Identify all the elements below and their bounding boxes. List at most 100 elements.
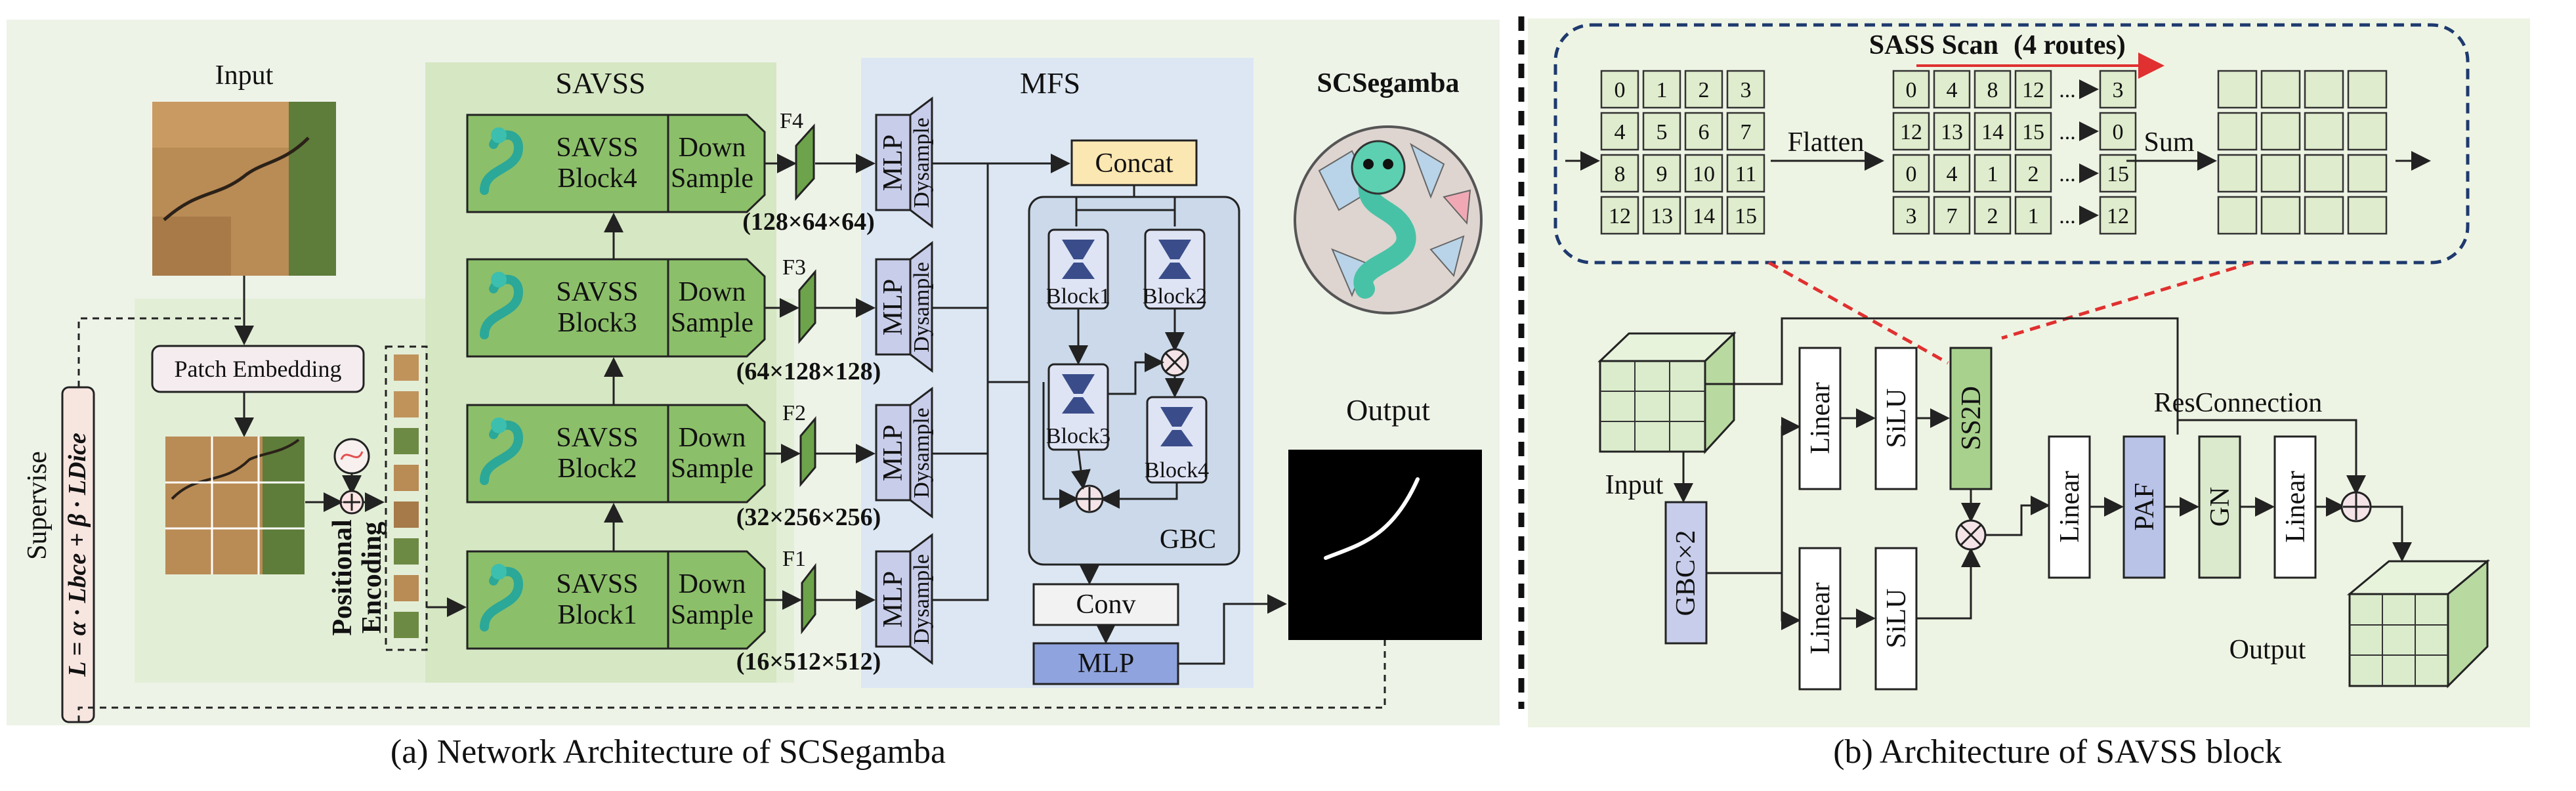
block2-down-2: Sample <box>671 454 753 484</box>
gbc-block4: Block4 <box>1145 396 1209 484</box>
grid-cell <box>1642 196 1681 235</box>
sum-grid-cell <box>2347 154 2388 193</box>
sum-grid-cell <box>2347 196 2388 235</box>
linear-final <box>2273 435 2317 579</box>
block4-name-2: Block4 <box>557 163 637 194</box>
sum-grid-cell <box>2347 70 2388 109</box>
sum-grid-cell <box>2217 154 2258 193</box>
linear-tail <box>2048 435 2091 579</box>
scan-cell-value: 2 <box>2028 162 2039 186</box>
scan-cell <box>2014 112 2052 151</box>
svg-text:Dysample: Dysample <box>910 118 934 208</box>
patch-token-strip <box>385 345 428 651</box>
scan-cell <box>1892 70 1930 109</box>
block4-down-2: Sample <box>671 163 753 194</box>
scan-end-value: 0 <box>2113 120 2124 144</box>
sum-grid-cell <box>2304 70 2344 109</box>
output-cube <box>2346 559 2491 689</box>
scan-output-grid <box>2217 70 2388 235</box>
svg-text:Dysample: Dysample <box>910 262 934 353</box>
block2-name-1: SAVSS <box>556 423 638 453</box>
brand-title: SCSegamba <box>1317 68 1459 98</box>
grid-cell <box>1642 154 1681 193</box>
feature-map-f1: F1 (16×512×512) <box>736 547 881 675</box>
flatten-label: Flatten <box>1788 127 1865 158</box>
svg-text:F1: F1 <box>782 547 806 571</box>
grid-cell-value: 2 <box>1699 78 1710 102</box>
scan-dots: ... <box>2059 162 2076 186</box>
grid-cell-value: 14 <box>1693 204 1715 228</box>
svg-text:MLP: MLP <box>878 279 908 335</box>
scan-cell-value: 2 <box>1987 204 1998 228</box>
positional-label-1: Positional <box>327 519 358 635</box>
svg-text:SiLU: SiLU <box>1882 588 1912 648</box>
grid-cell <box>1684 196 1723 235</box>
scan-cell <box>1892 154 1930 193</box>
scan-cell-value: 7 <box>1947 204 1958 228</box>
grid-cell-value: 15 <box>1735 204 1757 228</box>
scan-cell <box>2014 196 2052 235</box>
grid-cell-value: 11 <box>1735 162 1757 186</box>
scan-end-cell <box>2099 70 2137 109</box>
sum-grid-cell <box>2217 70 2258 109</box>
snake-icon <box>480 127 524 195</box>
svg-text:(16×512×512): (16×512×512) <box>736 648 881 675</box>
input-title: Input <box>215 60 274 91</box>
scan-end-value: 3 <box>2113 78 2124 102</box>
scan-dots: ... <box>2059 120 2076 144</box>
scan-cell-value: 13 <box>1941 120 1963 144</box>
mlp-out-label: MLP <box>1078 649 1134 679</box>
sum-grid-cell <box>2304 112 2344 151</box>
input-image <box>152 102 336 276</box>
block1-down-2: Sample <box>671 600 753 630</box>
grid-cell <box>1684 70 1723 109</box>
svg-text:(64×128×128): (64×128×128) <box>736 358 881 385</box>
snake-icon <box>480 272 524 339</box>
svg-text:F4: F4 <box>780 109 803 133</box>
svg-text:Block2: Block2 <box>1143 284 1207 309</box>
scan-cell <box>1933 70 1971 109</box>
gbc2-box <box>1664 501 1708 645</box>
output-label: Output <box>2229 635 2306 665</box>
scan-cell <box>1974 154 2012 193</box>
scan-cell-value: 12 <box>2022 78 2044 102</box>
mlp-dysample-2: MLP Dysample <box>875 386 934 519</box>
scan-cell-value: 8 <box>1987 78 1998 102</box>
savss-block1: SAVSS Block1 Down Sample <box>466 550 766 650</box>
mfs-title: MFS <box>1020 66 1080 100</box>
sum-grid-cell <box>2304 196 2344 235</box>
conv-box <box>1032 583 1179 626</box>
caption-a: (a) Network Architecture of SCSegamba <box>391 733 946 771</box>
scan-cell-value: 0 <box>1906 78 1917 102</box>
svg-text:Dysample: Dysample <box>910 554 934 645</box>
sum-grid-cell <box>2347 112 2388 151</box>
silu-upper <box>1874 347 1918 490</box>
svg-text:(32×256×256): (32×256×256) <box>736 503 881 531</box>
svg-text:GN: GN <box>2205 487 2235 527</box>
linear-lower <box>1798 547 1842 691</box>
res-connection-label: ResConnection <box>2154 388 2323 418</box>
linear-upper <box>1798 347 1842 490</box>
scan-cell <box>1892 112 1930 151</box>
svg-text:Linear: Linear <box>1805 582 1836 654</box>
svg-text:MLP: MLP <box>878 425 908 481</box>
sum-grid-cell <box>2304 154 2344 193</box>
snake-icon <box>480 417 524 485</box>
scan-cell-value: 4 <box>1947 162 1958 186</box>
scan-cell <box>1933 196 1971 235</box>
svg-text:MLP: MLP <box>878 571 908 628</box>
sum-label: Sum <box>2143 127 2194 158</box>
svg-text:Linear: Linear <box>1805 382 1836 454</box>
scan-cell-value: 12 <box>1900 120 1922 144</box>
block3-down-2: Sample <box>671 308 753 338</box>
gbc-block2: Block2 <box>1143 228 1207 310</box>
grid-cell <box>1642 112 1681 151</box>
scan-cell <box>1974 196 2012 235</box>
scan-cell-value: 4 <box>1947 78 1958 102</box>
grid-cell-value: 7 <box>1741 120 1752 144</box>
savss-block3: SAVSS Block3 Down Sample <box>466 258 766 358</box>
input-cube <box>1597 331 1737 454</box>
silu-lower <box>1874 547 1918 691</box>
